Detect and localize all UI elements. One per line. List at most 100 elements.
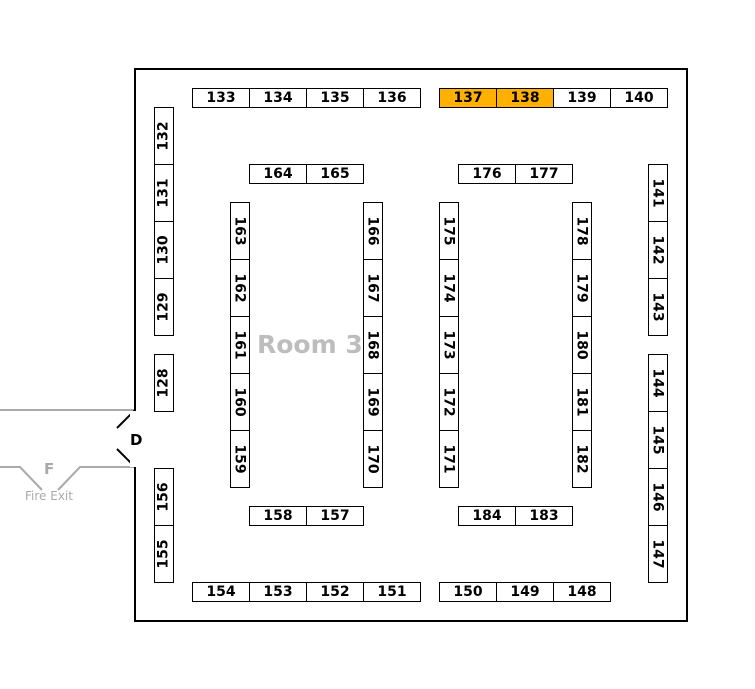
booth-146[interactable]: 146 (648, 468, 668, 526)
booth-number: 181 (574, 387, 591, 417)
booth-number: 148 (567, 584, 597, 600)
booth-number: 134 (263, 90, 293, 106)
booth-number: 156 (156, 482, 173, 512)
booth-number: 164 (263, 166, 293, 182)
booth-165[interactable]: 165 (306, 164, 364, 184)
booth-182[interactable]: 182 (572, 430, 592, 488)
booth-158[interactable]: 158 (249, 506, 307, 526)
booth-174[interactable]: 174 (439, 259, 459, 317)
booth-144[interactable]: 144 (648, 354, 668, 412)
booth-149[interactable]: 149 (496, 582, 554, 602)
booth-152[interactable]: 152 (306, 582, 364, 602)
booth-134[interactable]: 134 (249, 88, 307, 108)
booth-133[interactable]: 133 (192, 88, 250, 108)
booth-number: 143 (650, 292, 667, 322)
booth-163[interactable]: 163 (230, 202, 250, 260)
booth-number: 170 (365, 444, 382, 474)
booth-number: 144 (650, 368, 667, 398)
booth-number: 162 (232, 273, 249, 303)
booth-number: 152 (320, 584, 350, 600)
booth-number: 149 (510, 584, 540, 600)
booth-142[interactable]: 142 (648, 221, 668, 279)
booth-129[interactable]: 129 (154, 278, 174, 336)
booth-number: 178 (574, 216, 591, 246)
booth-179[interactable]: 179 (572, 259, 592, 317)
booth-number: 139 (567, 90, 597, 106)
booth-number: 138 (510, 90, 540, 106)
booth-number: 163 (232, 216, 249, 246)
booth-160[interactable]: 160 (230, 373, 250, 431)
booth-156[interactable]: 156 (154, 468, 174, 526)
booth-164[interactable]: 164 (249, 164, 307, 184)
booth-167[interactable]: 167 (363, 259, 383, 317)
booth-178[interactable]: 178 (572, 202, 592, 260)
booth-175[interactable]: 175 (439, 202, 459, 260)
booth-180[interactable]: 180 (572, 316, 592, 374)
booth-number: 160 (232, 387, 249, 417)
booth-166[interactable]: 166 (363, 202, 383, 260)
booth-number: 177 (529, 166, 559, 182)
booth-139[interactable]: 139 (553, 88, 611, 108)
booth-177[interactable]: 177 (515, 164, 573, 184)
booth-147[interactable]: 147 (648, 525, 668, 583)
booth-138[interactable]: 138 (496, 88, 554, 108)
fire-exit-letter: F (44, 460, 55, 478)
booth-number: 158 (263, 508, 293, 524)
booth-159[interactable]: 159 (230, 430, 250, 488)
booth-number: 146 (650, 482, 667, 512)
booth-145[interactable]: 145 (648, 411, 668, 469)
booth-128[interactable]: 128 (154, 354, 174, 412)
door-label: D (130, 431, 143, 449)
booth-173[interactable]: 173 (439, 316, 459, 374)
booth-number: 150 (453, 584, 483, 600)
booth-157[interactable]: 157 (306, 506, 364, 526)
booth-171[interactable]: 171 (439, 430, 459, 488)
booth-170[interactable]: 170 (363, 430, 383, 488)
booth-141[interactable]: 141 (648, 164, 668, 222)
booth-number: 153 (263, 584, 293, 600)
booth-number: 168 (365, 330, 382, 360)
booth-number: 180 (574, 330, 591, 360)
booth-number: 136 (377, 90, 407, 106)
booth-number: 129 (156, 292, 173, 322)
booth-135[interactable]: 135 (306, 88, 364, 108)
booth-131[interactable]: 131 (154, 164, 174, 222)
booth-130[interactable]: 130 (154, 221, 174, 279)
booth-176[interactable]: 176 (458, 164, 516, 184)
booth-181[interactable]: 181 (572, 373, 592, 431)
booth-number: 147 (650, 539, 667, 569)
booth-168[interactable]: 168 (363, 316, 383, 374)
booth-154[interactable]: 154 (192, 582, 250, 602)
booth-172[interactable]: 172 (439, 373, 459, 431)
booth-184[interactable]: 184 (458, 506, 516, 526)
booth-153[interactable]: 153 (249, 582, 307, 602)
fire-exit-label: Fire Exit (25, 489, 73, 503)
door-opening (130, 411, 138, 467)
booth-number: 172 (441, 387, 458, 417)
booth-number: 161 (232, 330, 249, 360)
booth-number: 154 (206, 584, 236, 600)
booth-number: 179 (574, 273, 591, 303)
booth-148[interactable]: 148 (553, 582, 611, 602)
booth-137[interactable]: 137 (439, 88, 497, 108)
booth-150[interactable]: 150 (439, 582, 497, 602)
booth-169[interactable]: 169 (363, 373, 383, 431)
booth-162[interactable]: 162 (230, 259, 250, 317)
booth-number: 174 (441, 273, 458, 303)
booth-number: 169 (365, 387, 382, 417)
booth-183[interactable]: 183 (515, 506, 573, 526)
booth-143[interactable]: 143 (648, 278, 668, 336)
booth-number: 142 (650, 235, 667, 265)
booth-number: 133 (206, 90, 236, 106)
booth-number: 131 (156, 178, 173, 208)
booth-number: 130 (156, 235, 173, 265)
booth-151[interactable]: 151 (363, 582, 421, 602)
booth-155[interactable]: 155 (154, 525, 174, 583)
booth-161[interactable]: 161 (230, 316, 250, 374)
booth-number: 184 (472, 508, 502, 524)
booth-132[interactable]: 132 (154, 107, 174, 165)
booth-140[interactable]: 140 (610, 88, 668, 108)
booth-136[interactable]: 136 (363, 88, 421, 108)
booth-number: 157 (320, 508, 350, 524)
booth-number: 166 (365, 216, 382, 246)
